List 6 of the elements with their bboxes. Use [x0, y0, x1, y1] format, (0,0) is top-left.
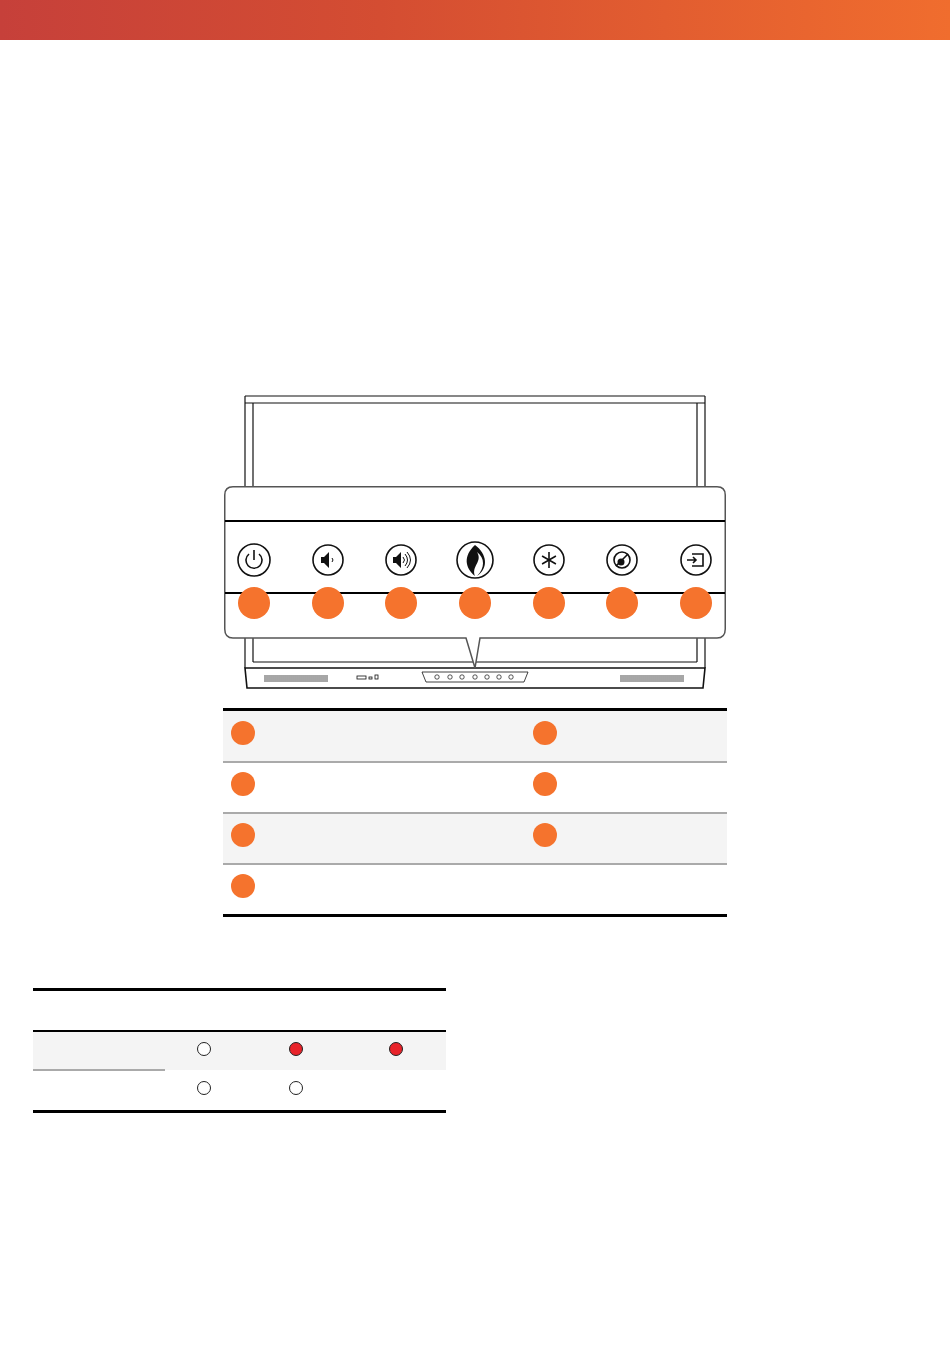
callout-marker [231, 772, 255, 796]
callout-panel [224, 486, 726, 669]
callout-marker [533, 772, 557, 796]
indicator-dot [289, 1081, 303, 1095]
indicator-dot [197, 1081, 211, 1095]
callout-marker [231, 874, 255, 898]
